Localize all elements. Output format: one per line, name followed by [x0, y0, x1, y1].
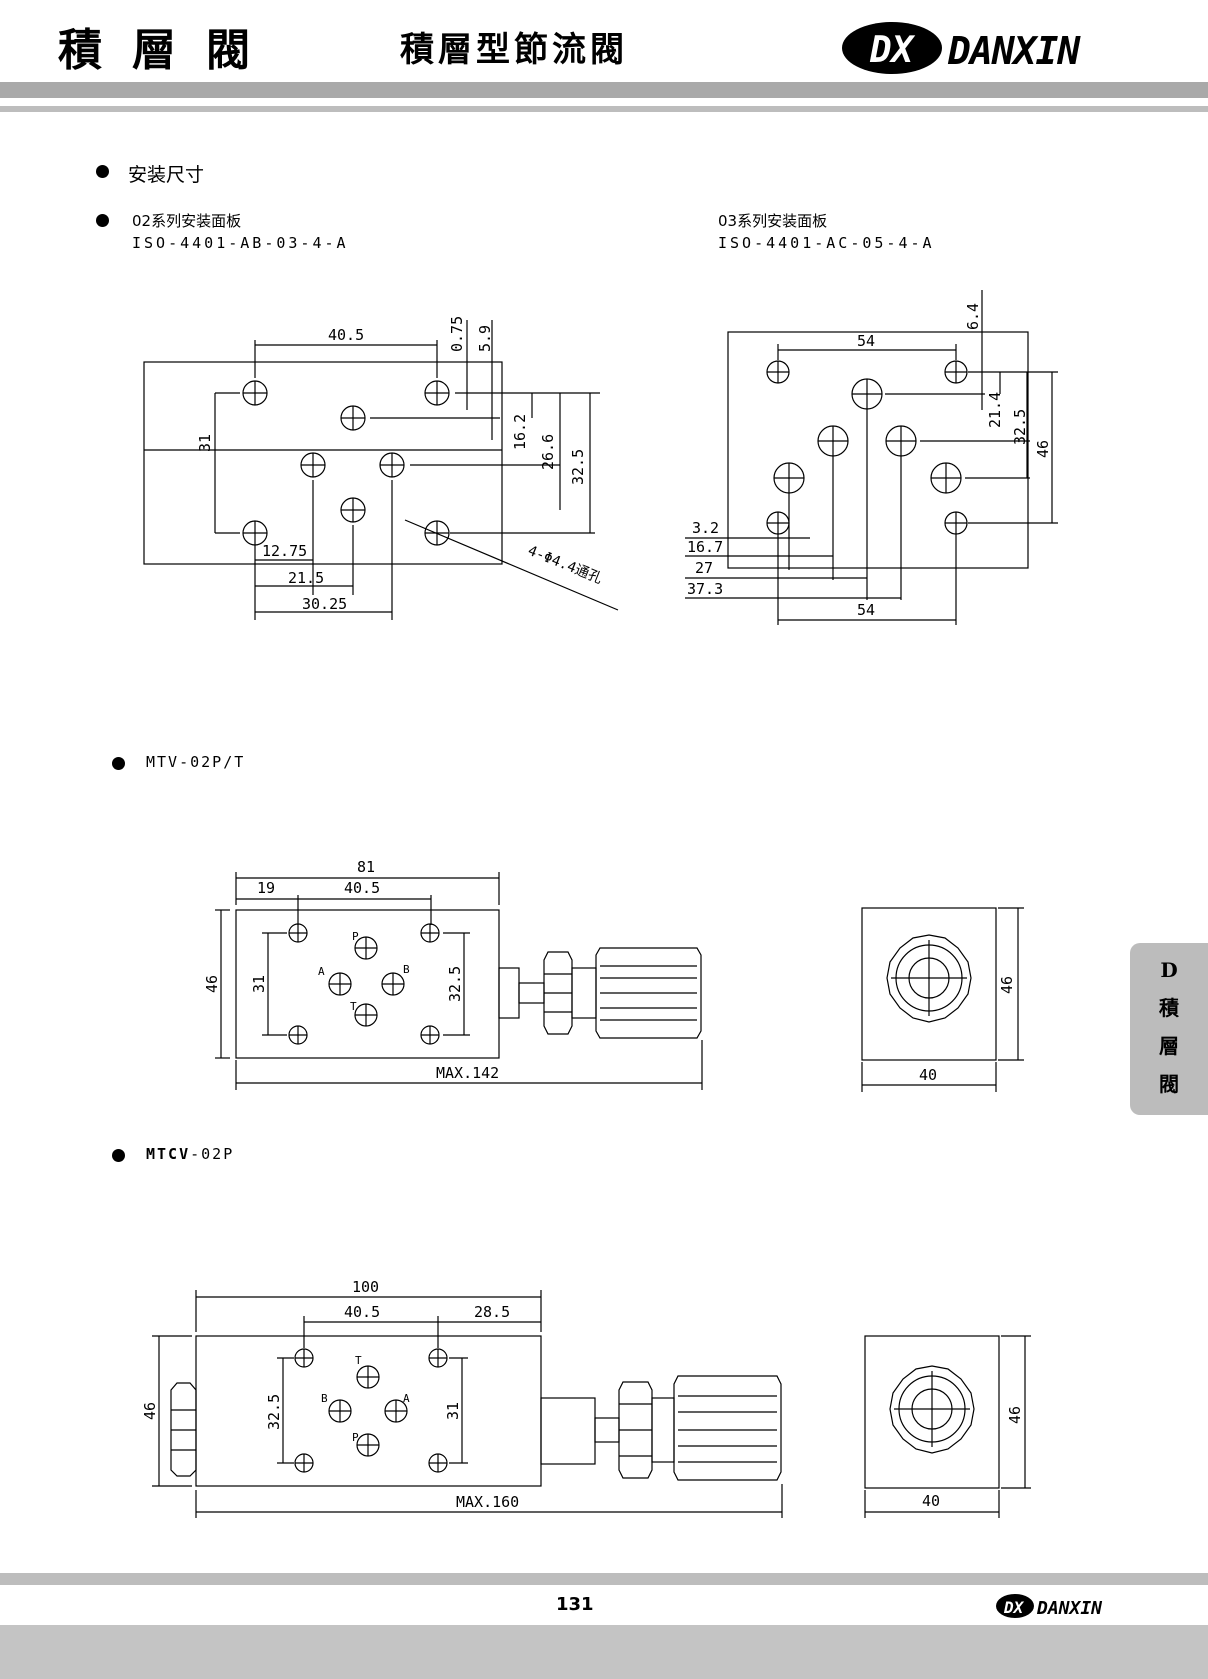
dim-26-6: 26.6 — [539, 434, 557, 470]
side-tab[interactable]: D 積 層 閥 — [1130, 943, 1208, 1115]
mtv-title: MTV-02P/T — [146, 753, 246, 771]
brand-logo: DX DANXIN — [842, 22, 1082, 74]
dim-54-top: 54 — [857, 332, 875, 350]
plate-03-title: 03系列安装面板 — [718, 212, 828, 230]
mtcv-max: MAX.160 — [456, 1493, 519, 1511]
mtv-adjust-knob — [498, 947, 702, 1039]
mtcv-ports — [294, 1348, 448, 1473]
mtv-max: MAX.142 — [436, 1064, 499, 1082]
mtv-dim-31: 31 — [250, 975, 268, 993]
mtv-dim-46: 46 — [203, 975, 221, 993]
dim-3-2: 3.2 — [692, 519, 719, 537]
plate-02-holes — [242, 380, 450, 546]
header-rule — [0, 106, 1208, 112]
mtcv-title-rest: -02P — [190, 1145, 235, 1163]
dim-27: 27 — [695, 559, 713, 577]
dim-16-2: 16.2 — [511, 414, 529, 450]
mtv-ports — [288, 923, 440, 1045]
mtcv-adjust-knob — [540, 1375, 782, 1481]
dim-32-5: 32.5 — [569, 449, 587, 485]
side-tab-char-3: 閥 — [1159, 1072, 1179, 1096]
plate-02-code: ISO-4401-AB-03-4-A — [132, 234, 349, 252]
mtcv-dim-31: 31 — [444, 1402, 462, 1420]
dim-6-4: 6.4 — [964, 303, 982, 330]
dim-12-75: 12.75 — [262, 542, 307, 560]
mtv-dim-81: 81 — [357, 858, 375, 876]
bullet-icon — [96, 165, 109, 178]
mtcv-port-a: A — [403, 1392, 410, 1405]
dim-46: 46 — [1034, 440, 1052, 458]
dim-37-3: 37.3 — [687, 580, 723, 598]
mtcv-port-b: B — [321, 1392, 328, 1405]
footer-logo-mark: DX — [1003, 1598, 1025, 1617]
side-tab-char-2: 層 — [1159, 1034, 1179, 1058]
mtcv-port-t: T — [355, 1354, 362, 1367]
side-tab-letter: D — [1160, 958, 1178, 982]
bullet-icon — [112, 1149, 125, 1162]
dim-32-5: 32.5 — [1011, 409, 1029, 445]
mtv-port-t: T — [350, 1000, 357, 1013]
mtv-dim-40-5: 40.5 — [344, 879, 380, 897]
mtcv-title-bold: MTCV — [146, 1145, 191, 1163]
plate-02-drawing: 40.5 0.75 5.9 16.2 26.6 32.5 31 12.75 21… — [143, 316, 619, 620]
mtcv-end-40: 40 — [922, 1492, 940, 1510]
dim-21-5: 21.5 — [288, 569, 324, 587]
page-subtitle: 積層型節流閥 — [400, 30, 628, 70]
mtcv-dim-28-5: 28.5 — [474, 1303, 510, 1321]
hole-spec: 4-Φ4.4通孔 — [526, 543, 605, 587]
mtcv-end-view: 46 40 — [864, 1335, 1031, 1518]
page-title: 積層閥 — [58, 25, 280, 76]
mtcv-drawing: 100 40.5 28.5 46 32.5 31 MAX.160 T B A P — [141, 1278, 783, 1518]
mtcv-dim-40-5: 40.5 — [344, 1303, 380, 1321]
mtcv-port-p: P — [352, 1431, 359, 1444]
mtv-end-view: 46 40 — [861, 907, 1024, 1092]
dim-5-9: 5.9 — [476, 325, 494, 352]
section-install-dims: 安装尺寸 — [128, 164, 205, 186]
dim-21-4: 21.4 — [986, 392, 1004, 428]
footer-bar — [0, 1625, 1208, 1679]
plate-02-title: 02系列安装面板 — [132, 212, 242, 230]
dim-31: 31 — [196, 434, 214, 452]
bullet-icon — [112, 757, 125, 770]
dim-40-5: 40.5 — [328, 326, 364, 344]
mtcv-title: MTCV-02P — [146, 1145, 234, 1163]
mtv-end-40: 40 — [919, 1066, 937, 1084]
page-number: 131 — [556, 1594, 594, 1615]
side-tab-char-1: 積 — [1159, 996, 1179, 1020]
brand-name: DANXIN — [947, 29, 1081, 73]
footer-brand-logo: DX DANXIN — [996, 1594, 1103, 1619]
bullet-icon — [96, 214, 109, 227]
footer-brand-name: DANXIN — [1036, 1598, 1103, 1619]
plate-03-code: ISO-4401-AC-05-4-A — [718, 234, 935, 252]
mtv-drawing: 81 19 40.5 46 31 32.5 MAX.142 P A B T — [203, 858, 703, 1090]
plate-03-holes — [766, 360, 968, 535]
dim-54-bottom: 54 — [857, 601, 875, 619]
mtcv-dim-32-5: 32.5 — [265, 1394, 283, 1430]
mtv-port-p: P — [352, 930, 359, 943]
mtv-dim-19: 19 — [257, 879, 275, 897]
mtcv-dim-100: 100 — [352, 1278, 379, 1296]
plate-03-drawing: 54 6.4 21.4 32.5 46 3.2 16.7 27 37.3 54 — [685, 290, 1058, 625]
dim-30-25: 30.25 — [302, 595, 347, 613]
mtv-dim-32-5: 32.5 — [446, 966, 464, 1002]
dim-0-75: 0.75 — [448, 316, 466, 352]
logo-mark: DX — [869, 30, 916, 71]
footer-rule — [0, 1573, 1208, 1585]
mtcv-end-46: 46 — [1006, 1406, 1024, 1424]
mtv-port-a: A — [318, 965, 325, 978]
mtv-end-46: 46 — [998, 976, 1016, 994]
header-bar — [0, 82, 1208, 98]
dim-16-7: 16.7 — [687, 538, 723, 556]
mtv-port-b: B — [403, 963, 410, 976]
mtcv-dim-46: 46 — [141, 1402, 159, 1420]
